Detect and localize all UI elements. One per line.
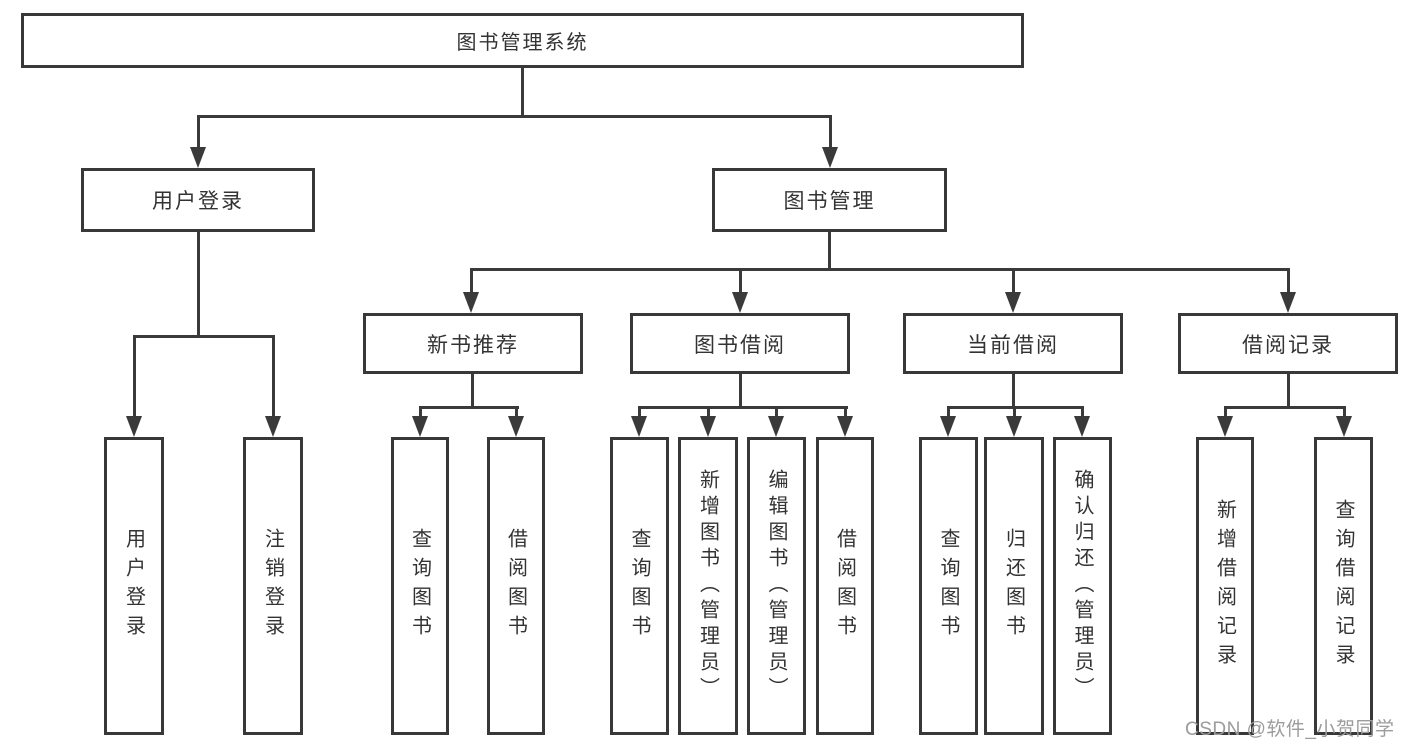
node-new-book-recommend: 新书推荐	[363, 313, 583, 374]
arrow-down-icon	[1006, 416, 1022, 437]
connector-book-management-stem	[828, 232, 831, 268]
connector-drop-borrowing-records	[1287, 268, 1290, 294]
connector-drop-current-borrowing	[1012, 268, 1015, 294]
leaf-edit-books-admin: 编辑图书（管理员）	[747, 437, 806, 735]
connector-drop	[844, 406, 847, 417]
arrow-down-icon	[1280, 292, 1296, 313]
node-root-library-management-system: 图书管理系统	[21, 13, 1024, 68]
connector-drop	[1013, 406, 1016, 417]
arrow-down-icon	[1005, 292, 1021, 313]
connector-drop-user-login	[197, 115, 200, 148]
connector-drop	[775, 406, 778, 417]
connector-drop	[707, 406, 710, 417]
arrow-down-icon	[265, 416, 281, 437]
leaf-query-books-borrowing: 查询图书	[610, 437, 669, 735]
leaf-borrow-books-borrowing: 借阅图书	[816, 437, 874, 735]
leaf-add-books-admin: 新增图书（管理员）	[678, 437, 738, 735]
connector-book-borrowing-horizontal	[638, 406, 848, 409]
connector-drop	[419, 406, 422, 417]
leaf-query-books-current: 查询图书	[919, 437, 978, 735]
leaf-user-login: 用户登录	[104, 437, 164, 735]
node-current-borrowing: 当前借阅	[903, 313, 1123, 374]
node-book-management: 图书管理	[712, 168, 947, 232]
connector-drop	[1224, 406, 1227, 417]
connector-level1-horizontal	[197, 115, 832, 118]
arrow-down-icon	[126, 416, 142, 437]
arrow-down-icon	[412, 416, 428, 437]
arrow-down-icon	[837, 416, 853, 437]
connector-new-book-stem	[471, 374, 474, 406]
arrow-down-icon	[732, 292, 748, 313]
connector-user-login-stem	[197, 232, 200, 335]
connector-borrowing-records-stem	[1287, 374, 1290, 406]
leaf-query-books-recommend: 查询图书	[391, 437, 449, 735]
connector-root-trunk	[521, 68, 524, 118]
arrow-down-icon	[1336, 416, 1352, 437]
connector-drop-new-book-recommend	[470, 268, 473, 294]
arrow-down-icon	[940, 416, 956, 437]
node-borrowing-records: 借阅记录	[1178, 313, 1398, 374]
connector-drop-leaf-logout	[272, 335, 275, 416]
arrow-down-icon	[1217, 416, 1233, 437]
connector-level2-horizontal	[470, 268, 1290, 271]
arrow-down-icon	[822, 147, 838, 168]
connector-drop	[1343, 406, 1346, 417]
arrow-down-icon	[631, 416, 647, 437]
arrow-down-icon	[700, 416, 716, 437]
connector-drop-book-borrowing	[739, 268, 742, 294]
leaf-query-borrow-record: 查询借阅记录	[1314, 437, 1373, 735]
connector-current-borrowing-stem	[1012, 374, 1015, 406]
leaf-borrow-books-recommend: 借阅图书	[487, 437, 545, 735]
node-user-login: 用户登录	[81, 168, 315, 232]
csdn-watermark: CSDN @软件_小贺同学	[1185, 719, 1395, 740]
connector-borrowing-records-horizontal	[1224, 406, 1346, 409]
connector-book-borrowing-stem	[739, 374, 742, 406]
leaf-logout-login: 注销登录	[243, 437, 303, 735]
connector-drop	[947, 406, 950, 417]
connector-drop	[638, 406, 641, 417]
leaf-return-books: 归还图书	[984, 437, 1044, 735]
connector-drop-leaf-user-login	[133, 335, 136, 416]
arrow-down-icon	[768, 416, 784, 437]
arrow-down-icon	[508, 416, 524, 437]
connector-drop	[1081, 406, 1084, 417]
arrow-down-icon	[1074, 416, 1090, 437]
connector-drop	[515, 406, 518, 417]
leaf-confirm-return-admin: 确认归还（管理员）	[1053, 437, 1112, 735]
leaf-add-borrow-record: 新增借阅记录	[1196, 437, 1254, 735]
connector-drop-book-management	[829, 115, 832, 148]
node-book-borrowing: 图书借阅	[630, 313, 850, 374]
arrow-down-icon	[463, 292, 479, 313]
arrow-down-icon	[190, 147, 206, 168]
connector-user-login-horizontal	[133, 335, 275, 338]
connector-new-book-horizontal	[419, 406, 519, 409]
